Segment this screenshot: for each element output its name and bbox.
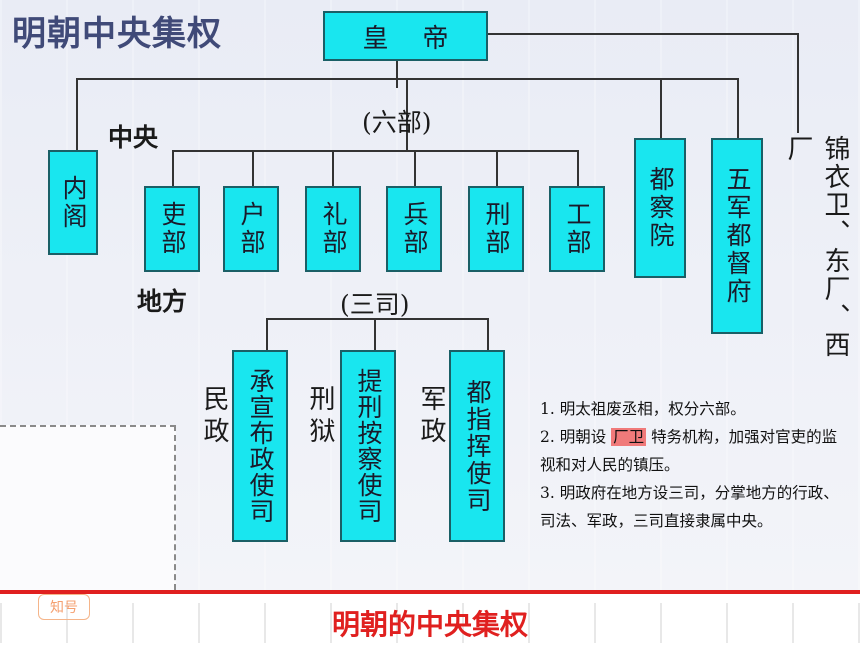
- office-drop-3: [487, 318, 489, 350]
- drop-4: [414, 150, 416, 186]
- emperor-box: 皇帝: [323, 11, 488, 61]
- office-box: 都指挥使司: [449, 350, 505, 542]
- notes-panel: 1. 明太祖废丞相，权分六部。 2. 明朝设 厂卫 特务机构，加强对官吏的监视和…: [540, 395, 850, 535]
- drop-2: [252, 150, 254, 186]
- ministry-box: 户部: [223, 186, 279, 272]
- wujun-box: 五军都督府: [711, 138, 763, 334]
- military-role-label: 军政: [416, 385, 446, 449]
- drop-5: [496, 150, 498, 186]
- ministry-box: 刑部: [468, 186, 524, 272]
- note-3: 3. 明政府在地方设三司，分掌地方的行政、司法、军政，三司直接隶属中央。: [540, 484, 839, 530]
- highlight-changwei: 厂卫: [611, 428, 647, 446]
- six-ministries-label: (六部): [362, 108, 432, 137]
- three-offices-label: (三司): [340, 290, 410, 319]
- office-drop-2: [374, 318, 376, 350]
- watermark-logo: 知号: [38, 594, 90, 620]
- office-box: 承宣布政使司: [232, 350, 288, 542]
- duchayuan-box: 都察院: [634, 138, 686, 278]
- secret-police-label: 锦衣卫、东厂、西厂: [783, 135, 850, 359]
- six-bus: [172, 150, 578, 152]
- duchayuan-drop: [660, 78, 662, 138]
- office-box: 提刑按察使司: [340, 350, 396, 542]
- central-label: 中央: [108, 123, 159, 152]
- drop-6: [577, 150, 579, 186]
- drop-1: [172, 150, 174, 186]
- emperor-trunk: [396, 61, 398, 88]
- six-trunk: [406, 78, 408, 150]
- office-drop-1: [266, 318, 268, 350]
- emperor-right-line: [488, 33, 798, 35]
- ministry-box: 吏部: [144, 186, 200, 272]
- wujun-drop: [737, 78, 739, 138]
- local-label: 地方: [137, 287, 188, 316]
- justice-role-label: 刑狱: [305, 385, 335, 449]
- ministry-box: 礼部: [305, 186, 361, 272]
- bottom-caption: 明朝的中央集权: [331, 608, 528, 641]
- drop-3: [332, 150, 334, 186]
- note-2-suffix: 特务机构，加强对官吏的监视和对人民的镇压。: [540, 428, 838, 474]
- ministry-box: 工部: [549, 186, 605, 272]
- bottom-ticks: [0, 603, 860, 643]
- red-divider: [0, 590, 860, 594]
- neige-box: 内阁: [48, 150, 98, 255]
- dashed-placeholder: [0, 425, 176, 590]
- note-1: 1. 明太祖废丞相，权分六部。: [540, 400, 746, 418]
- neige-drop: [76, 78, 78, 150]
- civil-role-label: 民政: [199, 385, 229, 449]
- note-2: 2. 明朝设 厂卫 特务机构，加强对官吏的监视和对人民的镇压。: [540, 423, 850, 479]
- slide-title: 明朝中央集权: [12, 14, 222, 54]
- three-bus: [266, 318, 488, 320]
- secret-police-drop: [797, 33, 799, 133]
- note-2-prefix: 2. 明朝设: [540, 428, 607, 446]
- ministry-box: 兵部: [386, 186, 442, 272]
